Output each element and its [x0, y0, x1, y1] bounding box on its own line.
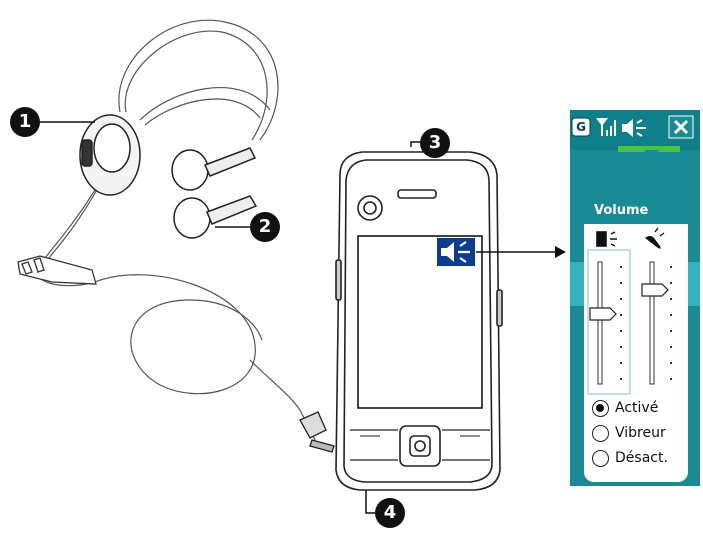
- radio-button[interactable]: [592, 424, 609, 442]
- slider-thumb[interactable]: [641, 283, 669, 297]
- earbuds: [171, 147, 258, 239]
- popup-status-bar: [571, 115, 694, 139]
- close-icon: [668, 115, 694, 139]
- volume-popup-frame: [570, 110, 700, 486]
- radio-button[interactable]: [592, 399, 609, 417]
- phone-volume-icon: [645, 227, 665, 249]
- callout-leaders: [40, 121, 420, 514]
- ringer-option-label: Activé: [615, 400, 659, 416]
- volume-title: Volume: [594, 203, 649, 218]
- signal-icon: [596, 118, 616, 136]
- ringer-option-active[interactable]: Activé: [592, 396, 658, 420]
- callout-1: 1: [10, 107, 40, 137]
- phone-volume-slider[interactable]: [641, 261, 672, 385]
- g-badge-label: G: [576, 120, 586, 134]
- callout-2: 2: [250, 212, 280, 242]
- callout-4: 4: [375, 498, 405, 528]
- ringer-option-label: Désact.: [615, 450, 668, 466]
- device-volume-icon: [596, 231, 617, 247]
- headset-plug: [299, 411, 335, 453]
- radio-button[interactable]: [592, 449, 609, 467]
- speaker-icon: [441, 241, 470, 263]
- pointer-arrow: [476, 246, 566, 258]
- speaker-icon: [622, 119, 646, 137]
- ringer-option-off[interactable]: Désact.: [592, 446, 668, 470]
- g-badge-icon: [571, 117, 591, 137]
- phone-body: [335, 151, 503, 491]
- device-volume-slider[interactable]: [587, 249, 631, 395]
- ringer-option-vibrate[interactable]: Vibreur: [592, 421, 666, 445]
- cable-clip: [17, 255, 97, 285]
- slider-thumb[interactable]: [589, 307, 617, 321]
- ringer-option-label: Vibreur: [615, 425, 666, 441]
- headset-remote: [79, 114, 141, 196]
- callout-3: 3: [420, 128, 450, 158]
